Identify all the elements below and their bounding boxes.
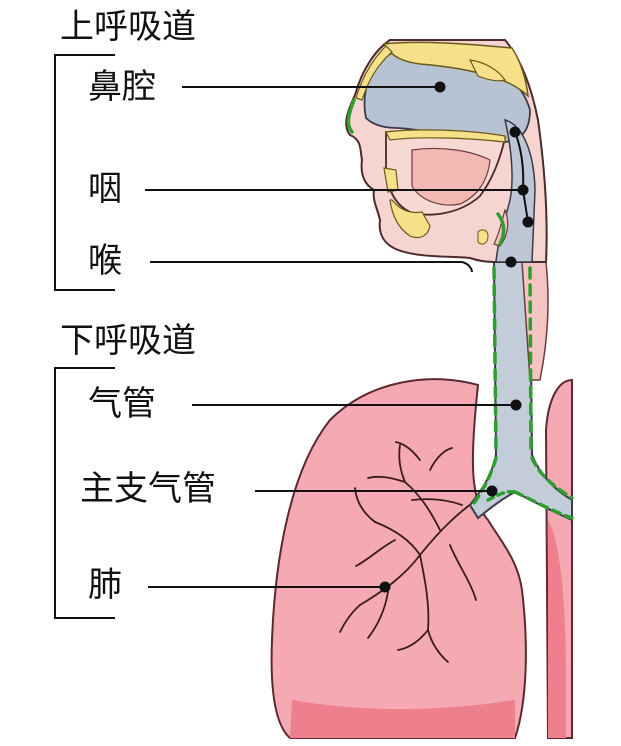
left-lung-base-shade xyxy=(290,700,515,738)
hyoid-bone xyxy=(477,229,489,245)
right-lung-inner-shade xyxy=(548,520,566,738)
nasal-cavity-label: 鼻腔 xyxy=(88,67,156,107)
larynx-label: 喉 xyxy=(88,241,122,281)
dot-larynx xyxy=(505,256,517,268)
leader-lines xyxy=(145,86,529,588)
dot-main-bronchus xyxy=(486,485,498,497)
dot-lung xyxy=(379,581,391,593)
bronchial-tree xyxy=(339,441,489,663)
turbinate-bone xyxy=(468,59,506,82)
dot-nasal-cavity xyxy=(434,81,446,93)
dot-pharynx-bottom xyxy=(522,216,534,228)
trachea-label: 气管 xyxy=(88,384,156,424)
dot-pharynx-top xyxy=(509,126,521,138)
skull-bone xyxy=(382,41,529,99)
upper-airway-bracket xyxy=(54,54,115,291)
dot-trachea xyxy=(510,399,522,411)
lower-airway-bracket xyxy=(54,367,115,619)
group-brackets xyxy=(54,54,115,619)
pharynx-label: 咽 xyxy=(88,169,122,209)
left-lung-shape xyxy=(270,378,527,739)
cilia-lining xyxy=(346,98,574,520)
pointer-dots xyxy=(379,81,534,593)
main-bronchus-label: 主支气管 xyxy=(80,469,216,509)
leader-larynx xyxy=(150,261,473,273)
palate-bone xyxy=(385,129,506,143)
dot-pharynx xyxy=(517,184,529,196)
upper-airway-heading: 上呼吸道 xyxy=(60,7,196,47)
lung-label: 肺 xyxy=(88,565,122,605)
lower-airway-heading: 下呼吸道 xyxy=(60,321,196,361)
lower-jaw xyxy=(389,199,431,239)
